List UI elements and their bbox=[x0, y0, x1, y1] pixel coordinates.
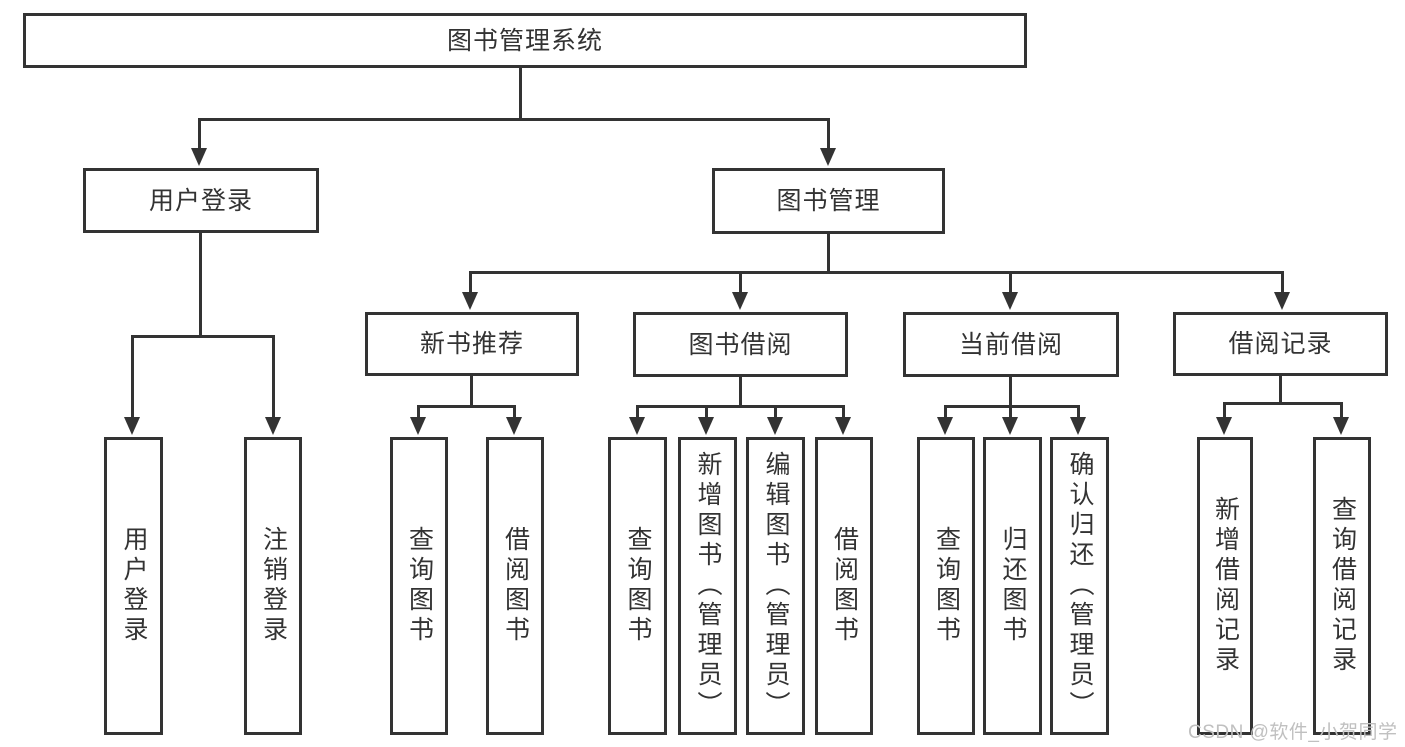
connector-line bbox=[842, 405, 845, 419]
connector-line bbox=[469, 271, 472, 294]
connector-line bbox=[705, 405, 708, 419]
arrow-down-icon bbox=[1216, 417, 1232, 435]
connector-line bbox=[774, 405, 777, 419]
node-label: 借阅记录 bbox=[1228, 330, 1333, 358]
arrow-down-icon bbox=[1002, 292, 1018, 310]
connector-line bbox=[1279, 376, 1282, 405]
connector-line bbox=[1009, 271, 1012, 294]
leaf-label: 新增图书（管理员） bbox=[694, 451, 722, 721]
connector-line bbox=[1281, 271, 1284, 294]
arrow-down-icon bbox=[629, 417, 645, 435]
leaf-label: 确认归还（管理员） bbox=[1066, 451, 1094, 721]
node-label: 新书推荐 bbox=[419, 330, 524, 358]
csdn-watermark: CSDN @软件_小贺同学 bbox=[1188, 722, 1398, 743]
connector-line bbox=[944, 405, 947, 419]
leaf-borrow-books-recommend: 借阅图书 bbox=[486, 437, 544, 735]
arrow-down-icon bbox=[1333, 417, 1349, 435]
arrow-down-icon bbox=[462, 292, 478, 310]
connector-line bbox=[198, 118, 201, 150]
leaf-logout: 注销登录 bbox=[244, 437, 302, 735]
leaf-label: 借阅图书 bbox=[830, 526, 859, 646]
connector-line bbox=[199, 118, 830, 121]
leaf-borrow-books: 借阅图书 bbox=[815, 437, 873, 735]
leaf-query-books-borrowing: 查询图书 bbox=[608, 437, 667, 735]
node-label: 当前借阅 bbox=[958, 330, 1063, 359]
arrow-down-icon bbox=[124, 417, 140, 435]
leaf-label: 新增借阅记录 bbox=[1211, 496, 1240, 676]
node-library-management-system: 图书管理系统 bbox=[23, 13, 1027, 68]
connector-line bbox=[417, 405, 516, 408]
node-label: 图书借阅 bbox=[688, 330, 793, 359]
leaf-label: 借阅图书 bbox=[501, 526, 530, 646]
arrow-down-icon bbox=[835, 417, 851, 435]
connector-line bbox=[636, 405, 844, 408]
leaf-label: 查询图书 bbox=[624, 526, 652, 646]
connector-line bbox=[636, 405, 639, 419]
leaf-user-login: 用户登录 bbox=[104, 437, 163, 735]
arrow-down-icon bbox=[506, 417, 522, 435]
connector-line bbox=[469, 271, 1283, 274]
connector-line bbox=[1223, 402, 1342, 405]
leaf-add-books-admin: 新增图书（管理员） bbox=[678, 437, 737, 735]
leaf-label: 归还图书 bbox=[999, 526, 1027, 646]
node-label: 图书管理 bbox=[776, 187, 881, 215]
node-label: 图书管理系统 bbox=[446, 26, 603, 55]
leaf-label: 查询图书 bbox=[932, 526, 961, 646]
connector-line bbox=[1009, 405, 1012, 419]
connector-line bbox=[1077, 405, 1080, 419]
leaf-edit-books-admin: 编辑图书（管理员） bbox=[746, 437, 805, 735]
arrow-down-icon bbox=[1274, 292, 1290, 310]
arrow-down-icon bbox=[820, 148, 836, 166]
connector-line bbox=[1009, 377, 1012, 408]
leaf-label: 注销登录 bbox=[259, 526, 288, 646]
arrow-down-icon bbox=[1002, 417, 1018, 435]
connector-line bbox=[827, 118, 830, 150]
node-user-login: 用户登录 bbox=[83, 168, 319, 233]
arrow-down-icon bbox=[767, 417, 783, 435]
connector-line bbox=[199, 233, 202, 337]
connector-line bbox=[131, 335, 274, 338]
leaf-query-books-current: 查询图书 bbox=[917, 437, 975, 735]
arrow-down-icon bbox=[265, 417, 281, 435]
node-book-management: 图书管理 bbox=[712, 168, 945, 234]
leaf-query-books-recommend: 查询图书 bbox=[390, 437, 448, 735]
connector-line bbox=[1340, 402, 1343, 419]
arrow-down-icon bbox=[410, 417, 426, 435]
arrow-down-icon bbox=[698, 417, 714, 435]
node-borrowing-records: 借阅记录 bbox=[1173, 312, 1388, 376]
node-new-book-recommendation: 新书推荐 bbox=[365, 312, 579, 376]
leaf-label: 查询图书 bbox=[405, 526, 434, 646]
arrow-down-icon bbox=[732, 292, 748, 310]
connector-line bbox=[513, 405, 516, 419]
leaf-label: 编辑图书（管理员） bbox=[762, 451, 790, 721]
node-current-borrowing: 当前借阅 bbox=[903, 312, 1119, 377]
connector-line bbox=[131, 335, 134, 419]
connector-line bbox=[739, 377, 742, 408]
leaf-confirm-return-admin: 确认归还（管理员） bbox=[1050, 437, 1109, 735]
arrow-down-icon bbox=[191, 148, 207, 166]
connector-line bbox=[470, 375, 473, 408]
connector-line bbox=[1223, 402, 1226, 419]
leaf-label: 查询借阅记录 bbox=[1328, 496, 1357, 676]
connector-line bbox=[272, 335, 275, 419]
connector-line bbox=[827, 234, 830, 273]
leaf-add-borrow-record: 新增借阅记录 bbox=[1197, 437, 1253, 735]
connector-line bbox=[739, 271, 742, 294]
connector-line bbox=[417, 405, 420, 419]
node-book-borrowing: 图书借阅 bbox=[633, 312, 848, 377]
arrow-down-icon bbox=[1070, 417, 1086, 435]
leaf-query-borrow-record: 查询借阅记录 bbox=[1313, 437, 1371, 735]
node-label: 用户登录 bbox=[148, 186, 253, 215]
leaf-return-books: 归还图书 bbox=[983, 437, 1042, 735]
arrow-down-icon bbox=[937, 417, 953, 435]
connector-line bbox=[519, 68, 522, 120]
leaf-label: 用户登录 bbox=[120, 526, 148, 646]
